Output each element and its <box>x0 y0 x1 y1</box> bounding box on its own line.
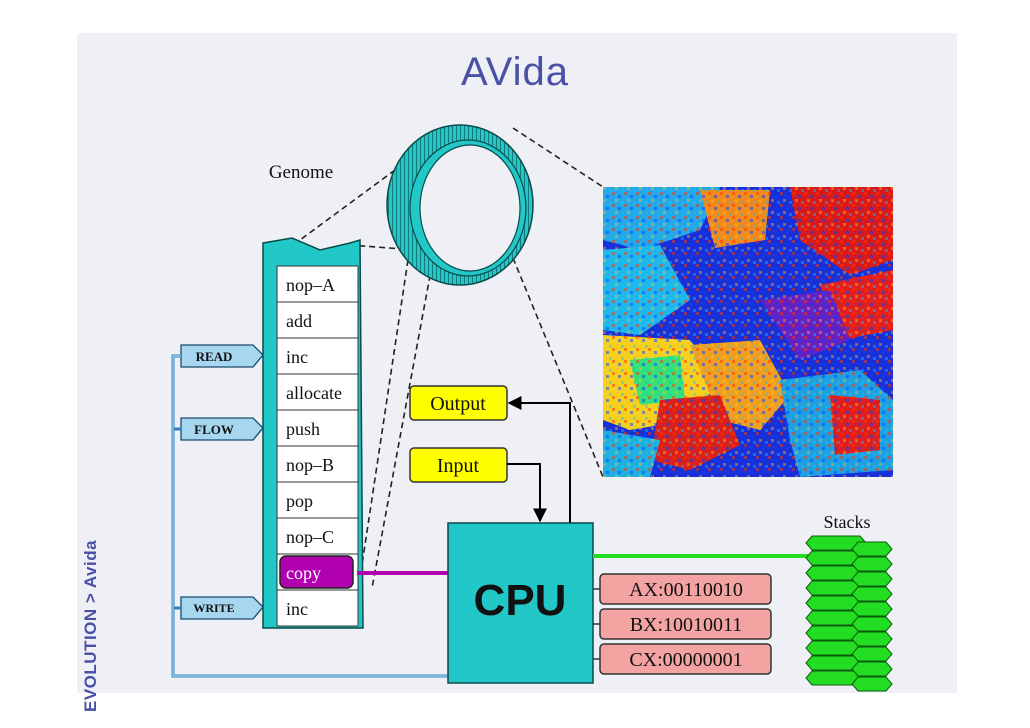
genome-instruction-copy: copy <box>277 553 358 589</box>
genome-ring <box>386 124 534 286</box>
genome-instruction-label: nop–B <box>286 455 334 475</box>
output-label: Output <box>430 393 486 415</box>
register-label: BX:10010011 <box>630 614 743 636</box>
genome-label: Genome <box>269 162 333 183</box>
page-title: AVida <box>460 50 570 94</box>
cpu-label: CPU <box>474 576 567 625</box>
register-cx: CX:00000001 <box>593 643 772 675</box>
stack-cell <box>851 661 893 677</box>
genome-instruction: pop <box>277 481 358 511</box>
genome-instruction: nop–B <box>277 445 358 475</box>
genome-instruction: add <box>277 301 358 331</box>
genome-instruction-label: add <box>286 311 312 331</box>
genome-instruction: inc <box>277 337 358 367</box>
stacks-graphic <box>805 535 893 692</box>
stack-cell <box>851 586 893 602</box>
stack-cell <box>851 556 893 572</box>
genome-instruction: nop–C <box>277 517 358 547</box>
flow-head-label: FLOW <box>194 422 234 437</box>
stack-cell <box>851 631 893 647</box>
genome-instruction-label: nop–A <box>286 275 335 295</box>
genome-instruction-list: nop–A add inc allocate push nop–B pop nop–C copy… <box>277 265 358 619</box>
read-head: READ <box>180 344 264 368</box>
genome-instruction-label: allocate <box>286 383 342 403</box>
cpu-box: CPU <box>447 522 594 684</box>
flow-head: FLOW <box>180 417 264 441</box>
stack-cell <box>851 571 893 587</box>
stack-cell <box>851 601 893 617</box>
input-label: Input <box>437 455 480 477</box>
stack-cell <box>851 646 893 662</box>
stack-cell <box>851 541 893 557</box>
write-head-label: WRITE <box>193 601 234 615</box>
genome-instruction-label: push <box>286 419 320 439</box>
stack-cell <box>851 676 893 692</box>
register-bx: BX:10010011 <box>593 608 772 640</box>
output-box: Output <box>409 385 508 421</box>
genome-instruction: allocate <box>277 373 358 403</box>
write-head: WRITE <box>180 596 264 620</box>
genome-instruction-label: copy <box>286 563 321 583</box>
genome-instruction: nop–A <box>277 265 358 295</box>
stack-cell <box>851 616 893 632</box>
register-ax: AX:00110010 <box>593 573 772 605</box>
population-grid-image <box>603 187 893 477</box>
stacks-label: Stacks <box>824 512 871 532</box>
genome-instruction-label: inc <box>286 347 308 367</box>
genome-instruction-label: pop <box>286 491 313 511</box>
input-box: Input <box>409 447 508 483</box>
read-head-label: READ <box>196 349 233 364</box>
register-label: CX:00000001 <box>629 649 742 671</box>
genome-instruction-label: inc <box>286 599 308 619</box>
genome-instruction: inc <box>277 589 358 619</box>
io-arrows <box>507 396 571 523</box>
register-label: AX:00110010 <box>629 579 743 601</box>
genome-instruction: push <box>277 409 358 439</box>
genome-instruction-label: nop–C <box>286 527 334 547</box>
